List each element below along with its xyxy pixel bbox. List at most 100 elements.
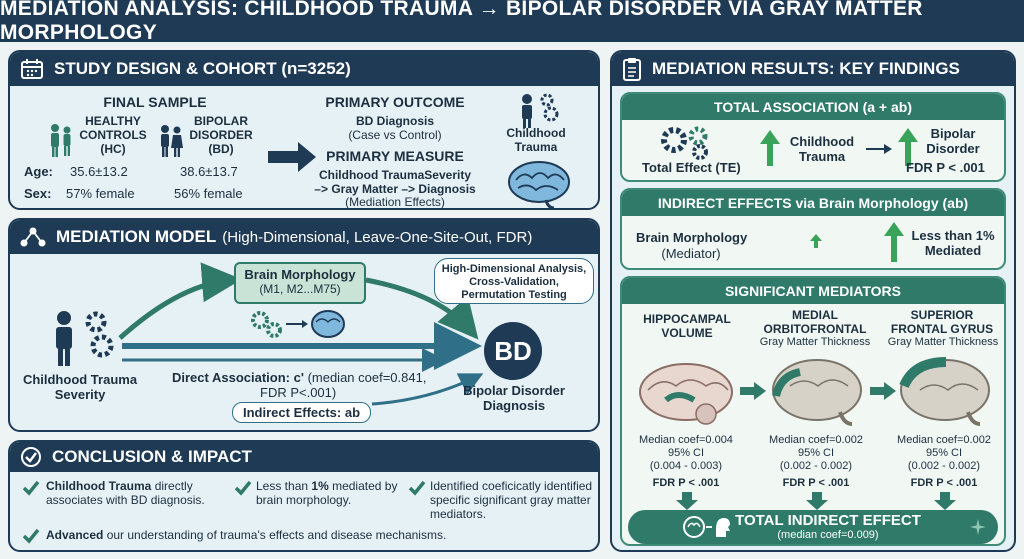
measure-line3: (Mediation Effects) xyxy=(345,195,445,209)
gears-icon xyxy=(661,126,708,160)
mediator-3-ci-label: 95% CI xyxy=(925,447,963,459)
brain-morphology-sub: (M1, M2...M75) xyxy=(259,282,341,296)
bd-diagnosis-label: Bipolar Disorder Diagnosis xyxy=(463,383,565,413)
significant-mediators-header: SIGNIFICANT MEDIATORS xyxy=(622,278,1004,304)
final-sample-label: FINAL SAMPLE xyxy=(103,94,207,110)
bipolar-group-icon xyxy=(161,125,183,157)
direct-prefix: Direct Association: c' xyxy=(172,370,304,385)
mediator-1-coef: Median coef=0.004 xyxy=(639,434,733,446)
study-design-header: STUDY DESIGN & COHORT (n=3252) xyxy=(10,52,598,86)
age-label: Age: xyxy=(24,164,53,179)
item4-bold: Advanced xyxy=(46,528,104,542)
mediator-3-fdr: FDR P < .001 xyxy=(910,477,978,489)
mediator-1-fdr: FDR P < .001 xyxy=(652,477,720,489)
bd-label: BIPOLAR DISORDER (BD) xyxy=(189,114,253,156)
mediation-model-panel: MEDIATION MODEL (High-Dimensional, Leave… xyxy=(8,218,600,432)
brain-morph-label: Brain Morphology xyxy=(636,230,748,245)
brain-morphology-box: Brain Morphology (M1, M2...M75) xyxy=(234,262,366,304)
analysis-callout: High-Dimensional Analysis, Cross-Validat… xyxy=(434,258,594,304)
calendar-icon xyxy=(21,59,43,79)
direct-association-label: Direct Association: c' (median coef=0.84… xyxy=(172,370,442,385)
results-title: MEDIATION RESULTS: KEY FINDINGS xyxy=(652,59,960,78)
mediator-1-ci-label: 95% CI xyxy=(667,447,705,459)
trauma-person-gears-icon xyxy=(56,311,114,366)
hippocampus-brain-icon xyxy=(639,363,733,425)
mediator-3-name: SUPERIOR FRONTAL GYRUS xyxy=(890,308,994,336)
results-panel: MEDIATION RESULTS: KEY FINDINGS TOTAL AS… xyxy=(610,50,1016,552)
measure-line1: Childhood TraumaSeverity xyxy=(318,168,472,182)
mediator-1-ci: (0.004 - 0.003) xyxy=(649,460,723,472)
measure-title: PRIMARY MEASURE xyxy=(326,148,464,164)
down-arrow-icon xyxy=(676,492,698,510)
results-header: MEDIATION RESULTS: KEY FINDINGS xyxy=(612,52,1014,86)
direct-suffix: (median coef=0.841, xyxy=(307,370,427,385)
item2-pre: Less than xyxy=(256,479,309,493)
total-indirect-sub: (median coef=0.009) xyxy=(777,529,879,541)
study-design-panel: STUDY DESIGN & COHORT (n=3252) FINAL SAM… xyxy=(8,50,600,210)
mediator-2-coef: Median coef=0.002 xyxy=(769,434,863,446)
down-arrow-icon xyxy=(934,492,956,510)
conclusion-panel: CONCLUSION & IMPACT Childhood Trauma dir… xyxy=(8,440,600,552)
mediator-1-name: HIPPOCAMPAL VOLUME xyxy=(643,312,731,340)
outcome-line1: BD Diagnosis xyxy=(355,114,434,128)
bd-age-value: 38.6±13.7 xyxy=(180,164,238,179)
direct-fdr: FDR P<.001) xyxy=(260,385,337,400)
up-arrow-icon xyxy=(898,128,918,166)
gears-to-brain-icon xyxy=(251,310,345,338)
item2-rest: mediated by brain morphology. xyxy=(256,479,398,507)
bipolar-disorder-label: Bipolar Disorder xyxy=(926,126,980,156)
right-arrow-icon xyxy=(866,144,892,154)
healthy-controls-icon xyxy=(51,124,71,157)
total-indirect-title: TOTAL INDIRECT EFFECT xyxy=(735,512,921,529)
mediation-model-header: MEDIATION MODEL (High-Dimensional, Leave… xyxy=(10,220,598,254)
check-circle-icon xyxy=(21,447,41,467)
trauma-label: Childhood Trauma xyxy=(506,126,566,154)
item4-rest: our understanding of trauma's effects an… xyxy=(106,528,447,542)
mediation-model-subtitle: (High-Dimensional, Leave-One-Site-Out, F… xyxy=(222,228,533,246)
sex-label: Sex: xyxy=(24,186,52,201)
mediator-3-ci: (0.002 - 0.002) xyxy=(907,460,981,472)
down-arrow-icon xyxy=(806,492,828,510)
brain-head-icon xyxy=(683,516,730,538)
childhood-trauma-label: Childhood Trauma xyxy=(789,134,855,164)
small-up-arrow-icon xyxy=(810,234,822,248)
item1-rest: directly associates with BD diagnosis. xyxy=(46,479,205,507)
clipboard-icon xyxy=(623,58,641,81)
up-arrow-icon xyxy=(760,130,780,166)
measure-line2: –> Gray Matter –> Diagnosis xyxy=(314,182,476,196)
mediator-2-fdr: FDR P < .001 xyxy=(782,477,850,489)
check-icon xyxy=(22,528,40,544)
orbitofrontal-brain-icon xyxy=(772,359,862,426)
conclusion-item-2: Less than 1% mediated by brain morpholog… xyxy=(256,479,406,507)
right-arrow-icon xyxy=(740,382,766,400)
total-association-card: TOTAL ASSOCIATION (a + ab) Total Effect … xyxy=(620,92,1006,182)
mediator-2-name: MEDIAL ORBITOFRONTAL xyxy=(763,308,867,336)
outcome-title: PRIMARY OUTCOME xyxy=(325,94,465,110)
total-fdr-label: FDR P < .001 xyxy=(906,160,985,175)
superior-frontal-brain-icon xyxy=(899,357,990,426)
up-arrow-icon xyxy=(884,222,904,262)
less-than-label: Less than 1% Mediated xyxy=(911,228,995,258)
indirect-effects-header: INDIRECT EFFECTS via Brain Morphology (a… xyxy=(622,190,1004,216)
flow-arrow-icon xyxy=(268,142,316,172)
check-icon xyxy=(408,480,426,496)
brain-morphology-title: Brain Morphology xyxy=(244,267,356,282)
significant-mediators-card: SIGNIFICANT MEDIATORS HIPPOCAMPAL VOLUME… xyxy=(620,276,1006,546)
total-effect-label: Total Effect (TE) xyxy=(642,160,741,175)
indirect-effects-card: INDIRECT EFFECTS via Brain Morphology (a… xyxy=(620,188,1006,270)
conclusion-item-4: Advanced our understanding of trauma's e… xyxy=(46,528,586,542)
mediator-3-sub: Gray Matter Thickness xyxy=(887,336,999,348)
indirect-effects-label: Indirect Effects: ab xyxy=(232,402,372,423)
study-design-title: STUDY DESIGN & COHORT (n=3252) xyxy=(54,59,351,78)
item1-bold: Childhood Trauma xyxy=(46,479,152,493)
mediator-label: (Mediator) xyxy=(661,246,721,261)
mediation-model-title: MEDIATION MODEL xyxy=(56,227,217,246)
bd-badge: BD xyxy=(484,322,542,380)
mediation-arrows xyxy=(118,262,484,406)
conclusion-title: CONCLUSION & IMPACT xyxy=(52,447,252,466)
mediator-3-coef: Median coef=0.002 xyxy=(897,434,991,446)
mediator-2-sub: Gray Matter Thickness xyxy=(759,336,871,348)
network-icon xyxy=(20,227,46,247)
total-association-header: TOTAL ASSOCIATION (a + ab) xyxy=(622,94,1004,120)
mediator-2-ci: (0.002 - 0.002) xyxy=(779,460,853,472)
